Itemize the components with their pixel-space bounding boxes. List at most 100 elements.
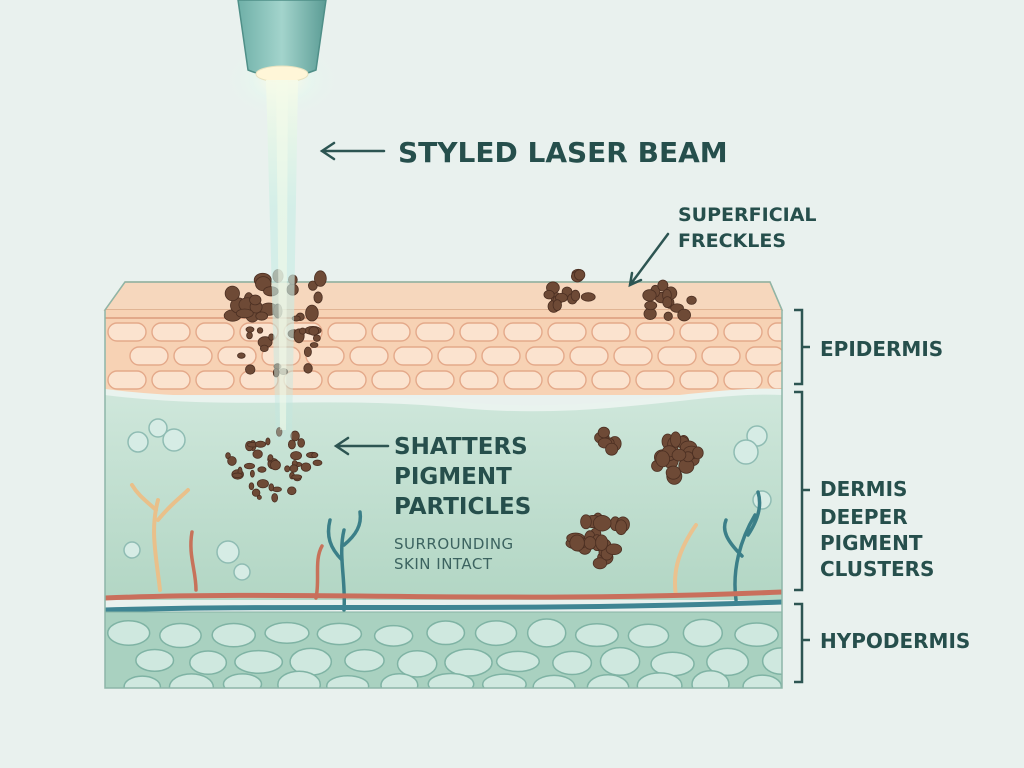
shattered-pigment-fragment [289,464,299,473]
laser-device [222,0,342,440]
dermis-bracket [794,390,810,592]
dermis-cells [123,418,772,581]
fat-cell [574,623,619,648]
epidermis-cell [591,370,631,390]
shattered-pigment-fragment [227,456,237,466]
skin-block [103,281,784,689]
shattered-pigment-fragment [245,326,255,333]
superficial-freckle-particle [677,308,691,322]
superficial-freckle-particle [663,311,673,322]
superficial-freckle-particle [543,289,555,300]
fat-cell [495,650,541,673]
superficial-freckle-particle [644,300,658,311]
epidermis-cell [503,322,543,342]
label-dermis: DERMIS [820,477,907,501]
shattered-pigment-fragment [270,459,281,471]
deep-pigment-particle [670,431,682,448]
shattered-pigment-fragment [256,327,264,334]
superficial-arrow [628,232,670,288]
epidermis-cell [195,370,235,390]
epidermis-cell [767,322,782,342]
fat-cell [222,673,263,688]
fat-cell [734,622,779,647]
deep-pigment-particle [605,442,619,456]
epidermis-cell [481,346,521,366]
shattered-pigment-fragment [287,486,297,496]
label-deeper-2: PIGMENT [820,531,923,555]
label-deeper-3: CLUSTERS [820,557,934,581]
fat-cell [159,622,202,649]
fat-cell [107,619,151,646]
fat-cell [599,646,641,677]
epidermis-cell [591,322,631,342]
fat-cell [380,673,419,688]
superficial-freckle-particle [657,279,669,292]
epidermis-cell [459,322,499,342]
epidermis-cell [195,322,235,342]
shattered-pigment-fragment [284,465,291,473]
fat-cell [427,672,475,688]
shattered-pigment-fragment [298,327,307,335]
deep-pigment-particle [597,426,610,439]
pigment-particles [223,268,704,570]
fat-cell [627,623,670,648]
shattered-pigment-fragment [268,483,275,492]
fat-cell [373,624,414,647]
epidermis-cell [657,346,697,366]
shattered-pigment-fragment [245,364,256,375]
hypodermis-bracket [794,602,810,684]
label-hypodermis: HYPODERMIS [820,629,970,653]
epidermis-cells [107,322,782,390]
shattered-pigment-fragment [290,451,303,461]
epidermis-cell [217,346,257,366]
fat-cell [444,648,493,677]
epidermis-cell [635,322,675,342]
epidermis-cell [151,370,191,390]
superficial-freckle-particle [249,294,262,306]
superficial-freckle-particle [642,289,657,302]
fat-cell [135,648,175,673]
superficial-freckle-particle [686,295,697,305]
superficial-freckle-particle [570,289,581,302]
fat-cell [264,621,310,644]
fat-cell [682,618,724,648]
fat-cell [189,650,228,675]
epidermis-cell [327,322,367,342]
dermis-boundary [104,388,783,412]
shattered-pigment-fragment [257,466,267,473]
shattered-pigment-fragment [303,363,313,374]
epidermis-cell [459,370,499,390]
fat-cell [211,622,256,648]
shattered-pigment-fragment [256,479,269,489]
deep-pigment-particle [592,515,612,532]
epidermis-cell [393,346,433,366]
epidermis-cell [503,370,543,390]
shattered-pigment-fragment [252,449,263,459]
shattered-pigment-fragment [297,438,305,448]
superficial-freckle-particle [574,269,586,281]
fat-cell [636,672,683,688]
shattered-pigment-fragment [300,462,312,472]
shatters-arrow [333,436,390,456]
epidermis-cell [305,346,345,366]
epidermis-cell [415,322,455,342]
shattered-pigment-fragment [265,437,271,446]
deep-pigment-particle [595,534,609,551]
fat-cell [396,650,438,678]
fat-cell [234,649,284,675]
epidermis-cell [327,370,367,390]
shattered-pigment-fragment [259,344,269,353]
label-superficial-2: FRECKLES [678,230,786,252]
superficial-freckle-particle [313,291,323,304]
deep-pigment-particle [665,465,681,480]
label-epidermis: EPIDERMIS [820,337,943,361]
laser-beam-arrow [319,141,386,161]
epidermis-cell [547,322,587,342]
deep-pigment-particle [655,450,670,468]
shattered-pigment-fragment [308,326,320,336]
callout-arrows [319,141,670,456]
label-deeper-1: DEEPER [820,505,908,529]
label-shatters-3: PARTICLES [394,494,531,520]
epidermis-cell [371,370,411,390]
shattered-pigment-fragment [291,474,303,480]
